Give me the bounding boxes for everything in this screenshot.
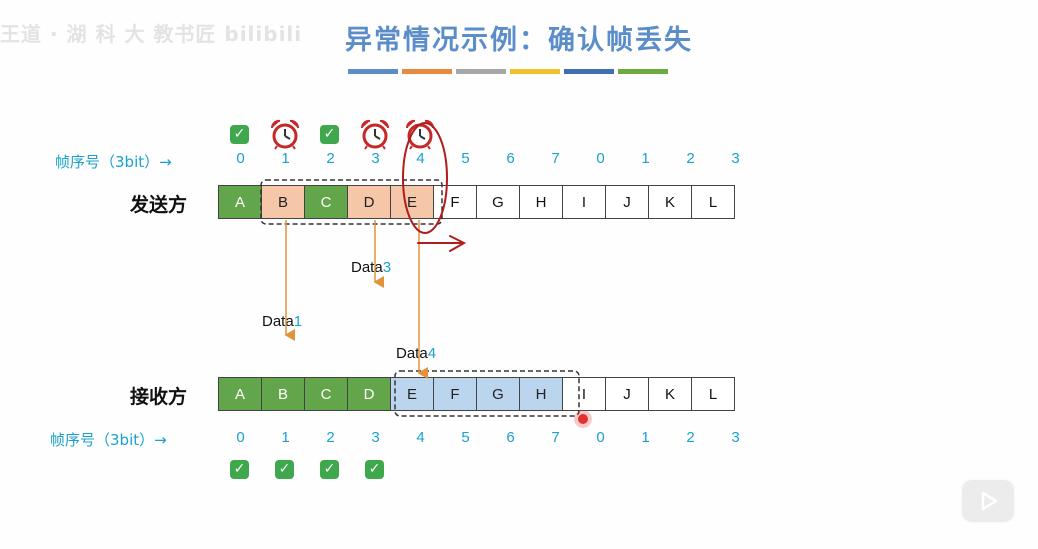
receiver-seq-number: 4 bbox=[416, 429, 425, 446]
receiver-seq-number: 1 bbox=[641, 429, 650, 446]
receiver-seq-number: 3 bbox=[731, 429, 740, 446]
receiver-frame-j: J bbox=[605, 377, 649, 411]
color-bar-segment bbox=[564, 69, 614, 74]
receiver-frame-d: D bbox=[347, 377, 391, 411]
color-bar-segment bbox=[618, 69, 668, 74]
data4-label: Data4 bbox=[396, 345, 437, 362]
receiver-seq-number: 5 bbox=[461, 429, 470, 446]
sender-frame-g: G bbox=[476, 185, 520, 219]
sender-seq-number: 2 bbox=[686, 150, 695, 167]
sender-seq-numbers: 0 1 2 3 4 5 6 7 0 1 2 3 bbox=[218, 150, 758, 167]
sender-seq-number: 6 bbox=[506, 150, 515, 167]
title-color-bar bbox=[348, 69, 668, 74]
receiver-seq-number: 6 bbox=[506, 429, 515, 446]
sender-row-label: 发送方 bbox=[130, 194, 188, 216]
sender-seq-number: 0 bbox=[236, 150, 245, 167]
receiver-seq-number: 3 bbox=[371, 429, 380, 446]
check-icon: ✓ bbox=[230, 125, 249, 144]
cursor-dot bbox=[578, 414, 588, 424]
sender-frame-h: H bbox=[519, 185, 563, 219]
color-bar-segment bbox=[402, 69, 452, 74]
sender-seq-number: 3 bbox=[731, 150, 740, 167]
check-icon: ✓ bbox=[275, 460, 294, 479]
sender-window bbox=[260, 179, 443, 225]
check-icon: ✓ bbox=[320, 460, 339, 479]
color-bar-segment bbox=[510, 69, 560, 74]
receiver-seq-number: 2 bbox=[326, 429, 335, 446]
sender-frame-i: I bbox=[562, 185, 606, 219]
sender-seq-number: 3 bbox=[371, 150, 380, 167]
receiver-frame-e: E bbox=[390, 377, 434, 411]
sender-seq-number: 2 bbox=[326, 150, 335, 167]
receiver-frame-i: I bbox=[562, 377, 606, 411]
sender-frame-b: B bbox=[261, 185, 305, 219]
sender-frame-d: D bbox=[347, 185, 391, 219]
sender-frame-a: A bbox=[218, 185, 262, 219]
sender-seq-number: 7 bbox=[551, 150, 560, 167]
watermark: 王道 · 湖 科 大 教书匠 bilibili bbox=[0, 22, 303, 46]
receiver-row-label: 接收方 bbox=[130, 386, 188, 408]
receiver-seq-label: 帧序号（3bit）→ bbox=[50, 431, 167, 449]
alarm-clock-icon bbox=[359, 118, 391, 154]
sender-seq-number: 5 bbox=[461, 150, 470, 167]
sender-frame-l: L bbox=[691, 185, 735, 219]
annotation-circle bbox=[402, 122, 448, 234]
receiver-frame-k: K bbox=[648, 377, 692, 411]
sender-frame-j: J bbox=[605, 185, 649, 219]
check-icon: ✓ bbox=[230, 460, 249, 479]
sender-seq-label: 帧序号（3bit）→ bbox=[55, 153, 172, 171]
receiver-seq-number: 1 bbox=[281, 429, 290, 446]
receiver-frame-b: B bbox=[261, 377, 305, 411]
receiver-frame-f: F bbox=[433, 377, 477, 411]
check-icon: ✓ bbox=[320, 125, 339, 144]
receiver-seq-number: 2 bbox=[686, 429, 695, 446]
receiver-frame-g: G bbox=[476, 377, 520, 411]
receiver-frame-c: C bbox=[304, 377, 348, 411]
sender-seq-number: 4 bbox=[416, 150, 425, 167]
annotation-arrow bbox=[417, 235, 467, 252]
receiver-seq-number: 0 bbox=[596, 429, 605, 446]
receiver-window bbox=[394, 370, 580, 417]
receiver-seq-numbers: 0 1 2 3 4 5 6 7 0 1 2 3 bbox=[218, 429, 758, 446]
color-bar-segment bbox=[348, 69, 398, 74]
alarm-clock-icon bbox=[269, 118, 301, 154]
sender-frame-c: C bbox=[304, 185, 348, 219]
sender-seq-number: 1 bbox=[641, 150, 650, 167]
receiver-frame-l: L bbox=[691, 377, 735, 411]
play-icon bbox=[981, 491, 998, 511]
sender-frame-k: K bbox=[648, 185, 692, 219]
sender-seq-number: 1 bbox=[281, 150, 290, 167]
color-bar-segment bbox=[456, 69, 506, 74]
page-title: 异常情况示例：确认帧丢失 bbox=[345, 25, 693, 56]
receiver-seq-number: 7 bbox=[551, 429, 560, 446]
receiver-seq-number: 0 bbox=[236, 429, 245, 446]
sender-seq-number: 0 bbox=[596, 150, 605, 167]
check-icon: ✓ bbox=[365, 460, 384, 479]
play-button[interactable] bbox=[960, 478, 1016, 524]
